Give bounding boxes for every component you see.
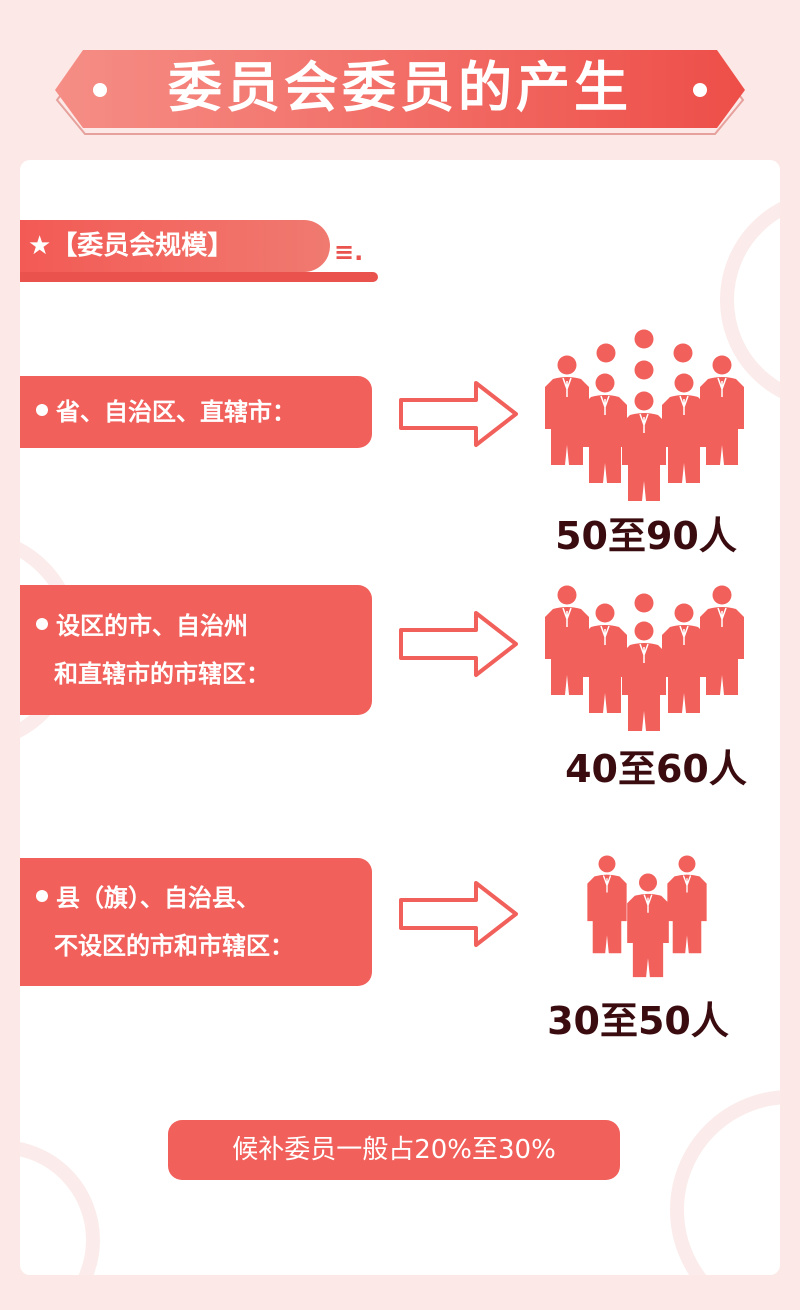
title-banner: 委员会委员的产生 bbox=[55, 48, 745, 138]
row-label-province: 省、自治区、直辖市： bbox=[20, 376, 372, 448]
alternate-members-note: 候补委员一般占20%至30% bbox=[168, 1120, 620, 1180]
banner-shape bbox=[55, 50, 745, 135]
section-tag: ★【委员会规模】 bbox=[20, 220, 330, 272]
row-label-text: 县（旗）、自治县、 bbox=[56, 884, 260, 912]
arrow-right-icon bbox=[399, 611, 518, 677]
decor-ring bbox=[670, 1090, 780, 1275]
bullet-icon bbox=[36, 618, 48, 630]
people-group-large-icon bbox=[545, 329, 744, 502]
decor-ring bbox=[20, 1140, 100, 1275]
bullet-icon bbox=[36, 890, 48, 902]
row-label-text: 省、自治区、直辖市： bbox=[56, 398, 296, 426]
row-label-text: 设区的市、自治州 bbox=[56, 612, 248, 640]
arrow-right-icon bbox=[399, 881, 518, 947]
people-group-small-icon bbox=[587, 855, 707, 978]
count-label: 50至90人 bbox=[555, 514, 737, 558]
arrow-right-icon bbox=[399, 381, 518, 447]
row-label-county: 县（旗）、自治县、 不设区的市和市辖区： bbox=[20, 858, 372, 986]
row-label-city: 设区的市、自治州 和直辖市的市辖区： bbox=[20, 585, 372, 715]
bullet-icon bbox=[36, 404, 48, 416]
people-group-medium-icon bbox=[545, 585, 744, 732]
dot-icon bbox=[93, 83, 107, 97]
decor-lines-icon: ≡. bbox=[334, 238, 364, 266]
row-label-text: 和直辖市的市辖区： bbox=[54, 660, 270, 688]
dot-icon bbox=[693, 83, 707, 97]
count-label: 40至60人 bbox=[565, 747, 747, 791]
page-title: 委员会委员的产生 bbox=[168, 56, 632, 119]
row-label-text: 不设区的市和市辖区： bbox=[54, 932, 294, 960]
section-underline bbox=[20, 272, 378, 282]
count-label: 30至50人 bbox=[547, 999, 729, 1043]
